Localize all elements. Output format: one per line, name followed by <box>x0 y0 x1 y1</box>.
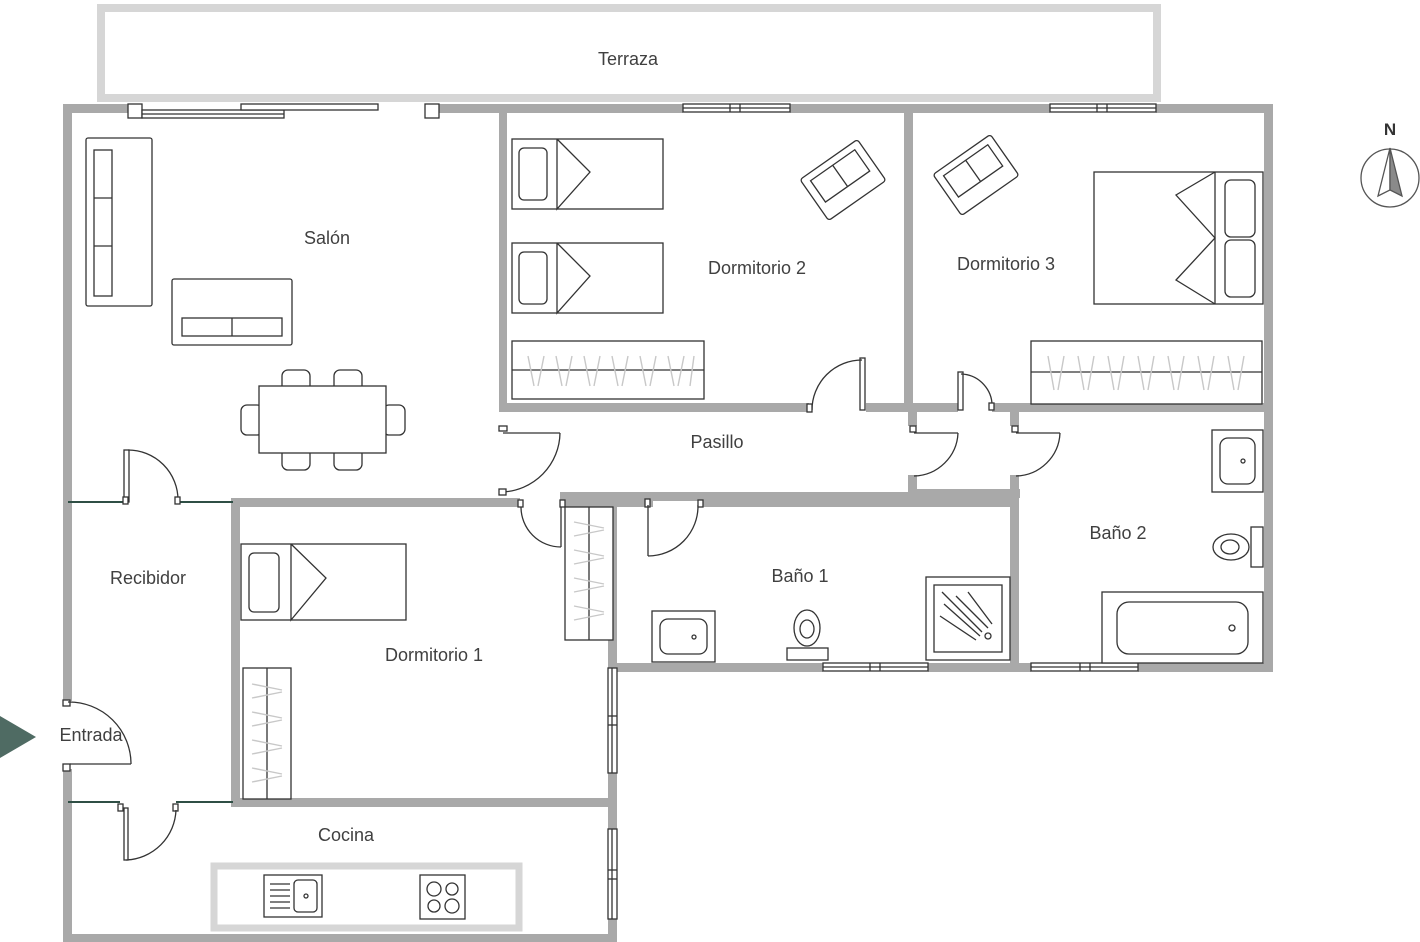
room-label-dormitorio-3: Dormitorio 3 <box>957 254 1055 274</box>
room-label-dormitorio-1: Dormitorio 1 <box>385 645 483 665</box>
room-label-dormitorio-2: Dormitorio 2 <box>708 258 806 278</box>
armchair <box>800 139 886 221</box>
dining-table <box>240 369 406 471</box>
washbasin <box>651 610 716 663</box>
cooktop-icon <box>419 874 466 920</box>
double-bed <box>1093 171 1264 305</box>
single-bed <box>511 138 664 211</box>
single-bed <box>511 242 664 315</box>
thin-partitions <box>68 501 233 803</box>
wardrobe <box>1030 340 1263 405</box>
wardrobe <box>511 340 705 400</box>
sink-icon <box>263 874 323 918</box>
washbasin <box>1211 429 1264 493</box>
sofa-vertical <box>85 137 153 307</box>
room-label-cocina: Cocina <box>318 825 375 845</box>
terrace-outline <box>97 4 1161 102</box>
room-label-bano-2: Baño 2 <box>1089 523 1146 543</box>
room-label-terraza: Terraza <box>598 49 659 69</box>
entrance-arrow-icon <box>0 716 36 758</box>
bathtub <box>1101 591 1264 664</box>
toilet <box>786 609 829 661</box>
room-label-pasillo: Pasillo <box>690 432 743 452</box>
room-label-bano-1: Baño 1 <box>771 566 828 586</box>
room-label-recibidor: Recibidor <box>110 568 186 588</box>
wardrobe <box>564 506 614 641</box>
wardrobe <box>242 667 292 800</box>
sofa-horizontal <box>171 278 293 346</box>
toilet <box>1212 526 1264 568</box>
compass-icon: N <box>1360 120 1420 208</box>
room-label-entrada: Entrada <box>59 725 123 745</box>
shower-tray <box>925 576 1011 661</box>
windows <box>127 103 1157 920</box>
room-label-salon: Salón <box>304 228 350 248</box>
armchair <box>933 134 1019 216</box>
single-bed <box>240 543 407 622</box>
doors <box>62 357 1061 861</box>
kitchen-counter <box>210 862 523 932</box>
compass-north-label: N <box>1384 120 1396 139</box>
